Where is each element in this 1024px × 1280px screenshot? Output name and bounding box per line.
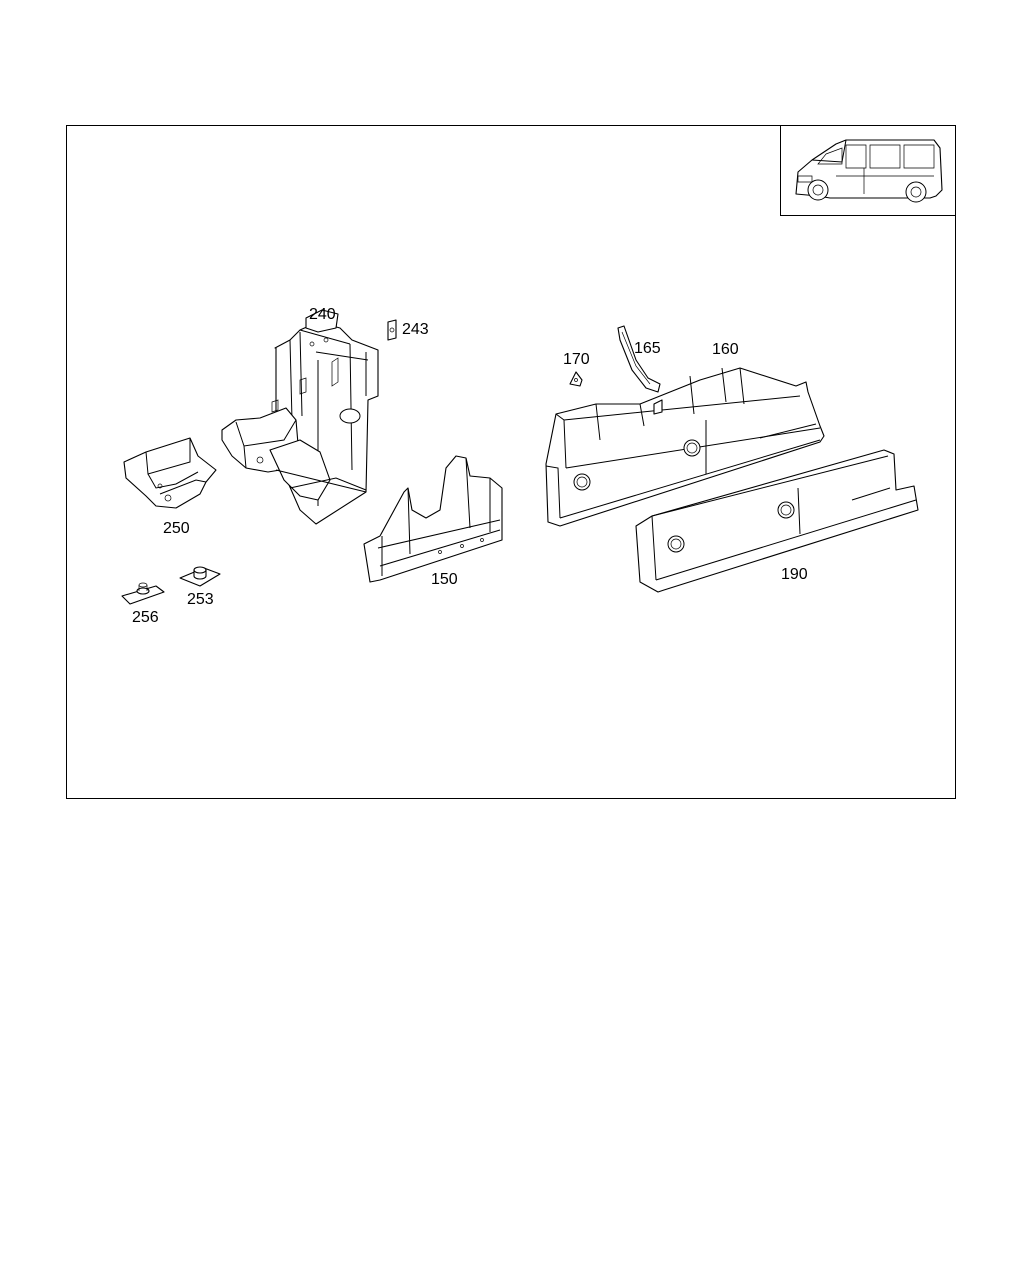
part-250	[123, 437, 217, 509]
part-170	[569, 371, 583, 387]
van-icon	[795, 139, 943, 203]
callout-240: 240	[309, 306, 336, 323]
callout-256: 256	[132, 609, 159, 626]
part-165	[617, 325, 661, 393]
callout-190: 190	[781, 566, 808, 583]
part-240	[221, 309, 379, 525]
callout-250: 250	[163, 520, 190, 537]
vehicle-thumbnail	[780, 125, 956, 216]
part-256	[121, 582, 165, 605]
part-160	[545, 367, 825, 527]
part-190	[635, 449, 919, 593]
callout-165: 165	[634, 340, 661, 357]
callout-160: 160	[712, 341, 739, 358]
callout-170: 170	[563, 351, 590, 368]
callout-243: 243	[402, 321, 429, 338]
part-150	[363, 455, 503, 583]
callout-150: 150	[431, 571, 458, 588]
callout-253: 253	[187, 591, 214, 608]
part-253	[179, 566, 221, 587]
part-243	[387, 319, 397, 341]
diagram-frame	[66, 125, 956, 799]
